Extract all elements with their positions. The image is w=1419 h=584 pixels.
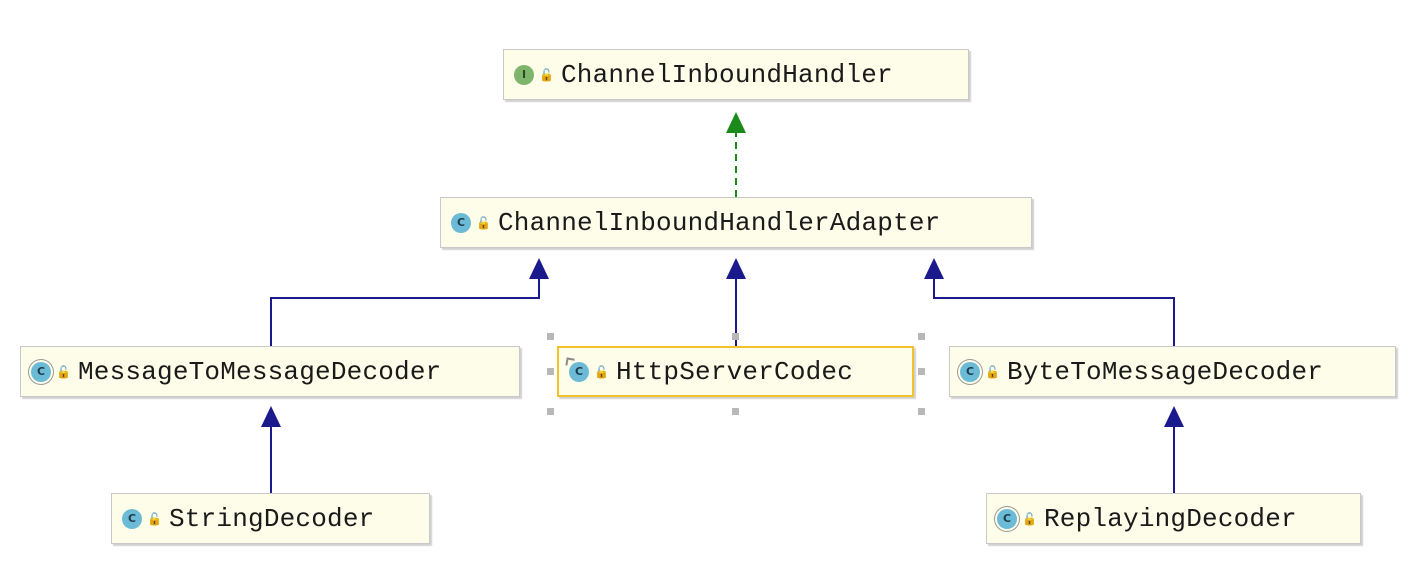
- node-label: ChannelInboundHandler: [561, 59, 893, 90]
- resize-handle-bottom-center[interactable]: [732, 408, 739, 415]
- node-byte-to-message-decoder[interactable]: C 🔓 ByteToMessageDecoder: [949, 346, 1396, 397]
- class-icon: C: [451, 212, 471, 233]
- class-icon: C: [122, 508, 142, 529]
- arrowhead-extends: [1164, 406, 1184, 427]
- unlocked-icon: 🔓: [1022, 511, 1037, 526]
- node-label: HttpServerCodec: [616, 356, 854, 387]
- abstract-class-icon: C: [960, 361, 980, 382]
- edge-message-to-message-decoder-to-channel-inbound-handler-adapter: [270, 272, 540, 346]
- interface-icon: I: [514, 64, 534, 85]
- node-channel-inbound-handler[interactable]: I 🔓 ChannelInboundHandler: [503, 49, 969, 100]
- arrowhead-extends: [726, 258, 746, 279]
- node-label: StringDecoder: [169, 503, 375, 534]
- resize-handle-middle-left[interactable]: [547, 368, 554, 375]
- edge-byte-to-message-decoder-to-channel-inbound-handler-adapter: [933, 272, 1175, 346]
- resize-handle-bottom-right[interactable]: [918, 408, 925, 415]
- final-class-icon: C: [569, 361, 589, 382]
- node-label: ChannelInboundHandlerAdapter: [498, 207, 941, 238]
- resize-handle-bottom-left[interactable]: [547, 408, 554, 415]
- node-label: MessageToMessageDecoder: [78, 356, 442, 387]
- arrowhead-extends: [529, 258, 549, 279]
- arrowhead-implements: [726, 112, 746, 133]
- unlocked-icon: 🔓: [594, 364, 609, 379]
- unlocked-icon: 🔓: [56, 364, 71, 379]
- node-channel-inbound-handler-adapter[interactable]: C 🔓 ChannelInboundHandlerAdapter: [440, 197, 1032, 248]
- unlocked-icon: 🔓: [147, 511, 162, 526]
- node-message-to-message-decoder[interactable]: C 🔓 MessageToMessageDecoder: [20, 346, 520, 397]
- arrowhead-extends: [261, 406, 281, 427]
- node-string-decoder[interactable]: C 🔓 StringDecoder: [111, 493, 430, 544]
- unlocked-icon: 🔓: [539, 67, 554, 82]
- node-label: ByteToMessageDecoder: [1007, 356, 1324, 387]
- resize-handle-top-left[interactable]: [547, 333, 554, 340]
- node-label: ReplayingDecoder: [1044, 503, 1297, 534]
- resize-handle-middle-right[interactable]: [918, 368, 925, 375]
- node-http-server-codec[interactable]: C 🔓 HttpServerCodec: [557, 346, 914, 397]
- abstract-class-icon: C: [31, 361, 51, 382]
- arrowhead-extends: [924, 258, 944, 279]
- unlocked-icon: 🔓: [985, 364, 1000, 379]
- unlocked-icon: 🔓: [476, 215, 491, 230]
- resize-handle-top-right[interactable]: [918, 333, 925, 340]
- node-replaying-decoder[interactable]: C 🔓 ReplayingDecoder: [986, 493, 1361, 544]
- abstract-class-icon: C: [997, 508, 1017, 529]
- resize-handle-top-center[interactable]: [732, 333, 739, 340]
